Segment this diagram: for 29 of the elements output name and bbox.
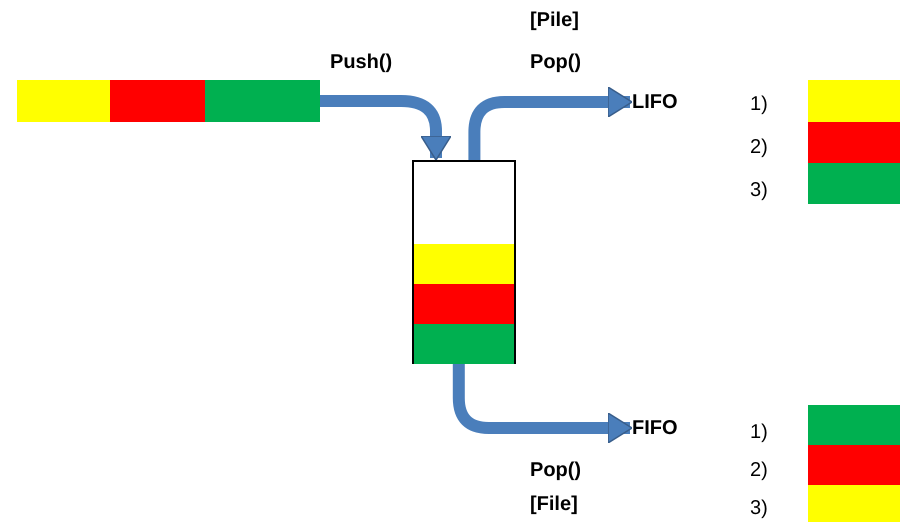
input-cell <box>205 80 320 122</box>
edge-label: Push() <box>330 50 392 75</box>
row-number: 1) <box>750 92 768 117</box>
curved-arrow <box>452 364 633 444</box>
curved-arrow <box>468 86 633 160</box>
output-cell <box>808 163 900 204</box>
input-cell <box>17 80 110 122</box>
row-number: 3) <box>750 496 768 521</box>
curved-arrow <box>320 95 452 161</box>
output-cell <box>808 122 900 163</box>
stack-cell <box>414 284 514 324</box>
row-number: 3) <box>750 178 768 203</box>
output-cell <box>808 485 900 522</box>
note-label: [File] <box>530 492 578 517</box>
input-cell <box>110 80 205 122</box>
edge-label: Pop() <box>530 458 582 483</box>
output-cell <box>808 80 900 122</box>
stack-container <box>412 160 516 364</box>
heading-text: LIFO <box>632 88 696 116</box>
note-label: [Pile] <box>530 8 579 33</box>
edge-label: Pop() <box>530 50 582 75</box>
row-number: 1) <box>750 420 768 445</box>
row-number: 2) <box>750 458 768 483</box>
output-cell <box>808 445 900 485</box>
output-cell <box>808 405 900 445</box>
heading-text: FIFO <box>632 414 696 442</box>
stack-cell <box>414 324 514 364</box>
row-number: 2) <box>750 135 768 160</box>
stack-cell <box>414 244 514 284</box>
